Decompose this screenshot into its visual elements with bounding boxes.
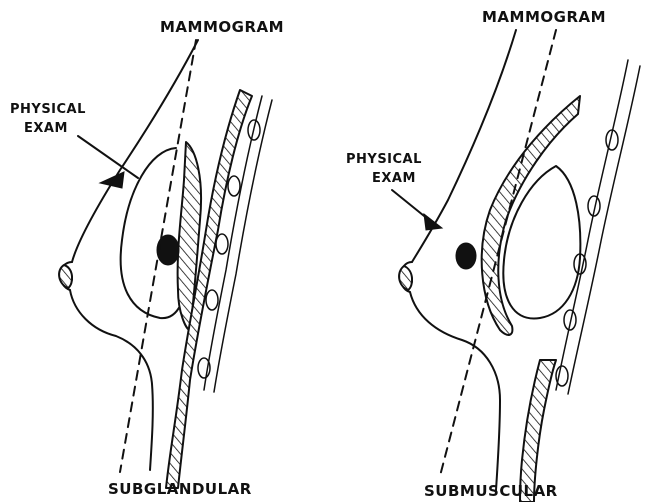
subglandular-panel: MAMMOGRAM PHYSICAL EXAM [10,18,284,498]
mammogram-label: MAMMOGRAM [160,18,284,36]
lesion [157,235,179,265]
mammogram-label: MAMMOGRAM [482,8,606,26]
submuscular-panel: MAMMOGRAM PHYSICAL EXAM [346,8,640,502]
chest-wall [520,360,556,502]
rib [206,290,218,310]
panel-caption: SUBMUSCULAR [424,482,558,500]
nipple [399,266,412,290]
physical-exam-label-line2: EXAM [372,171,416,186]
physical-exam-label-line1: PHYSICAL [346,152,422,167]
breast-lower-contour [70,290,153,470]
physical-exam-label-line1: PHYSICAL [10,102,86,117]
rib [216,234,228,254]
rib [556,366,568,386]
physical-exam-label-line2: EXAM [24,121,68,136]
breast-lower-contour [410,292,500,490]
nipple [59,265,72,288]
panel-caption: SUBGLANDULAR [108,480,252,498]
physical-exam-arrowhead [100,172,124,188]
lesion [456,243,476,269]
pectoral-muscle [482,96,580,335]
rib [228,176,240,196]
